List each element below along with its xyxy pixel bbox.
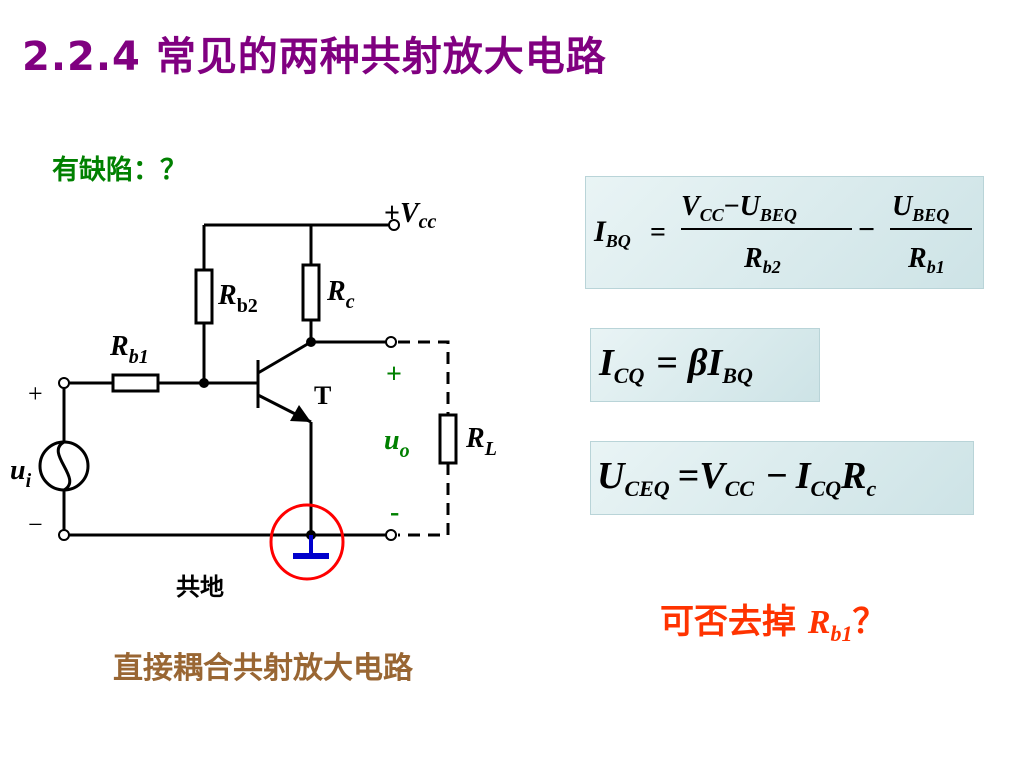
question-remove-rb1: 可否去掉 Rb1？ — [660, 594, 887, 647]
question-prefix: 可否去掉 — [660, 602, 808, 642]
output-minus-sign: - — [390, 497, 399, 528]
ibq-denominator-2: Rb1 — [907, 243, 945, 277]
rb2-resistor — [194, 268, 214, 325]
load-dashed-wires — [398, 340, 450, 537]
ground-label: 共地 — [176, 574, 224, 601]
rb1-label: Rb1 — [109, 331, 149, 368]
output-bottom-terminal — [385, 529, 397, 541]
ibq-denominator-1: Rb2 — [743, 243, 781, 277]
formula-uceq: UCEQ=VCC−ICQRc — [597, 455, 876, 501]
input-top-terminal — [58, 377, 70, 389]
rl-resistor — [438, 413, 458, 465]
input-plus-sign: + — [28, 379, 43, 408]
transistor-label: T — [314, 381, 331, 410]
defect-note: 有缺陷：？ — [52, 155, 187, 186]
ui-label: ui — [10, 455, 32, 492]
ibq-lhs: IBQ — [593, 215, 631, 251]
circuit-caption: 直接耦合共射放大电路 — [113, 651, 413, 686]
question-var: R — [807, 604, 831, 641]
output-top-terminal — [385, 336, 397, 348]
rc-resistor — [301, 263, 321, 322]
output-plus-sign: + — [386, 359, 402, 390]
ibq-numerator-1: VCC−UBEQ — [681, 191, 797, 225]
formula-ibq: IBQ = VCC−UBEQ Rb2 − UBEQ Rb1 — [593, 191, 972, 277]
rl-label: RL — [465, 423, 497, 460]
terminals — [58, 219, 400, 541]
question-sub: b1 — [830, 620, 853, 646]
formula-icq: ICQ=βIBQ — [598, 342, 753, 388]
input-minus-sign: − — [28, 510, 43, 539]
rb1-resistor — [111, 373, 160, 393]
question-suffix: ？ — [852, 602, 887, 642]
icq-expression: ICQ=βIBQ — [598, 342, 753, 388]
ibq-numerator-2: UBEQ — [892, 191, 949, 225]
formula-icq-box: ICQ=βIBQ — [590, 328, 820, 402]
rb2-label: Rb2 — [217, 280, 258, 317]
vcc-label: +Vcc — [384, 198, 437, 233]
uo-label: uo — [384, 425, 410, 462]
emitter-arrow-icon — [290, 405, 311, 422]
input-bottom-terminal — [58, 529, 70, 541]
formula-ibq-box: IBQ = VCC−UBEQ Rb2 − UBEQ Rb1 — [585, 176, 984, 289]
ibq-minus: − — [858, 213, 875, 246]
uceq-expression: UCEQ=VCC−ICQRc — [597, 455, 876, 501]
formula-uceq-box: UCEQ=VCC−ICQRc — [590, 441, 974, 515]
rc-label: Rc — [326, 276, 355, 313]
ibq-equals: = — [650, 217, 666, 248]
source-wave-icon — [56, 440, 72, 492]
transistor-collector — [257, 340, 312, 375]
vcc-terminal — [388, 219, 400, 231]
page-title: 2.2.4 常见的两种共射放大电路 — [22, 34, 607, 80]
ground-highlight-circle — [269, 503, 345, 581]
